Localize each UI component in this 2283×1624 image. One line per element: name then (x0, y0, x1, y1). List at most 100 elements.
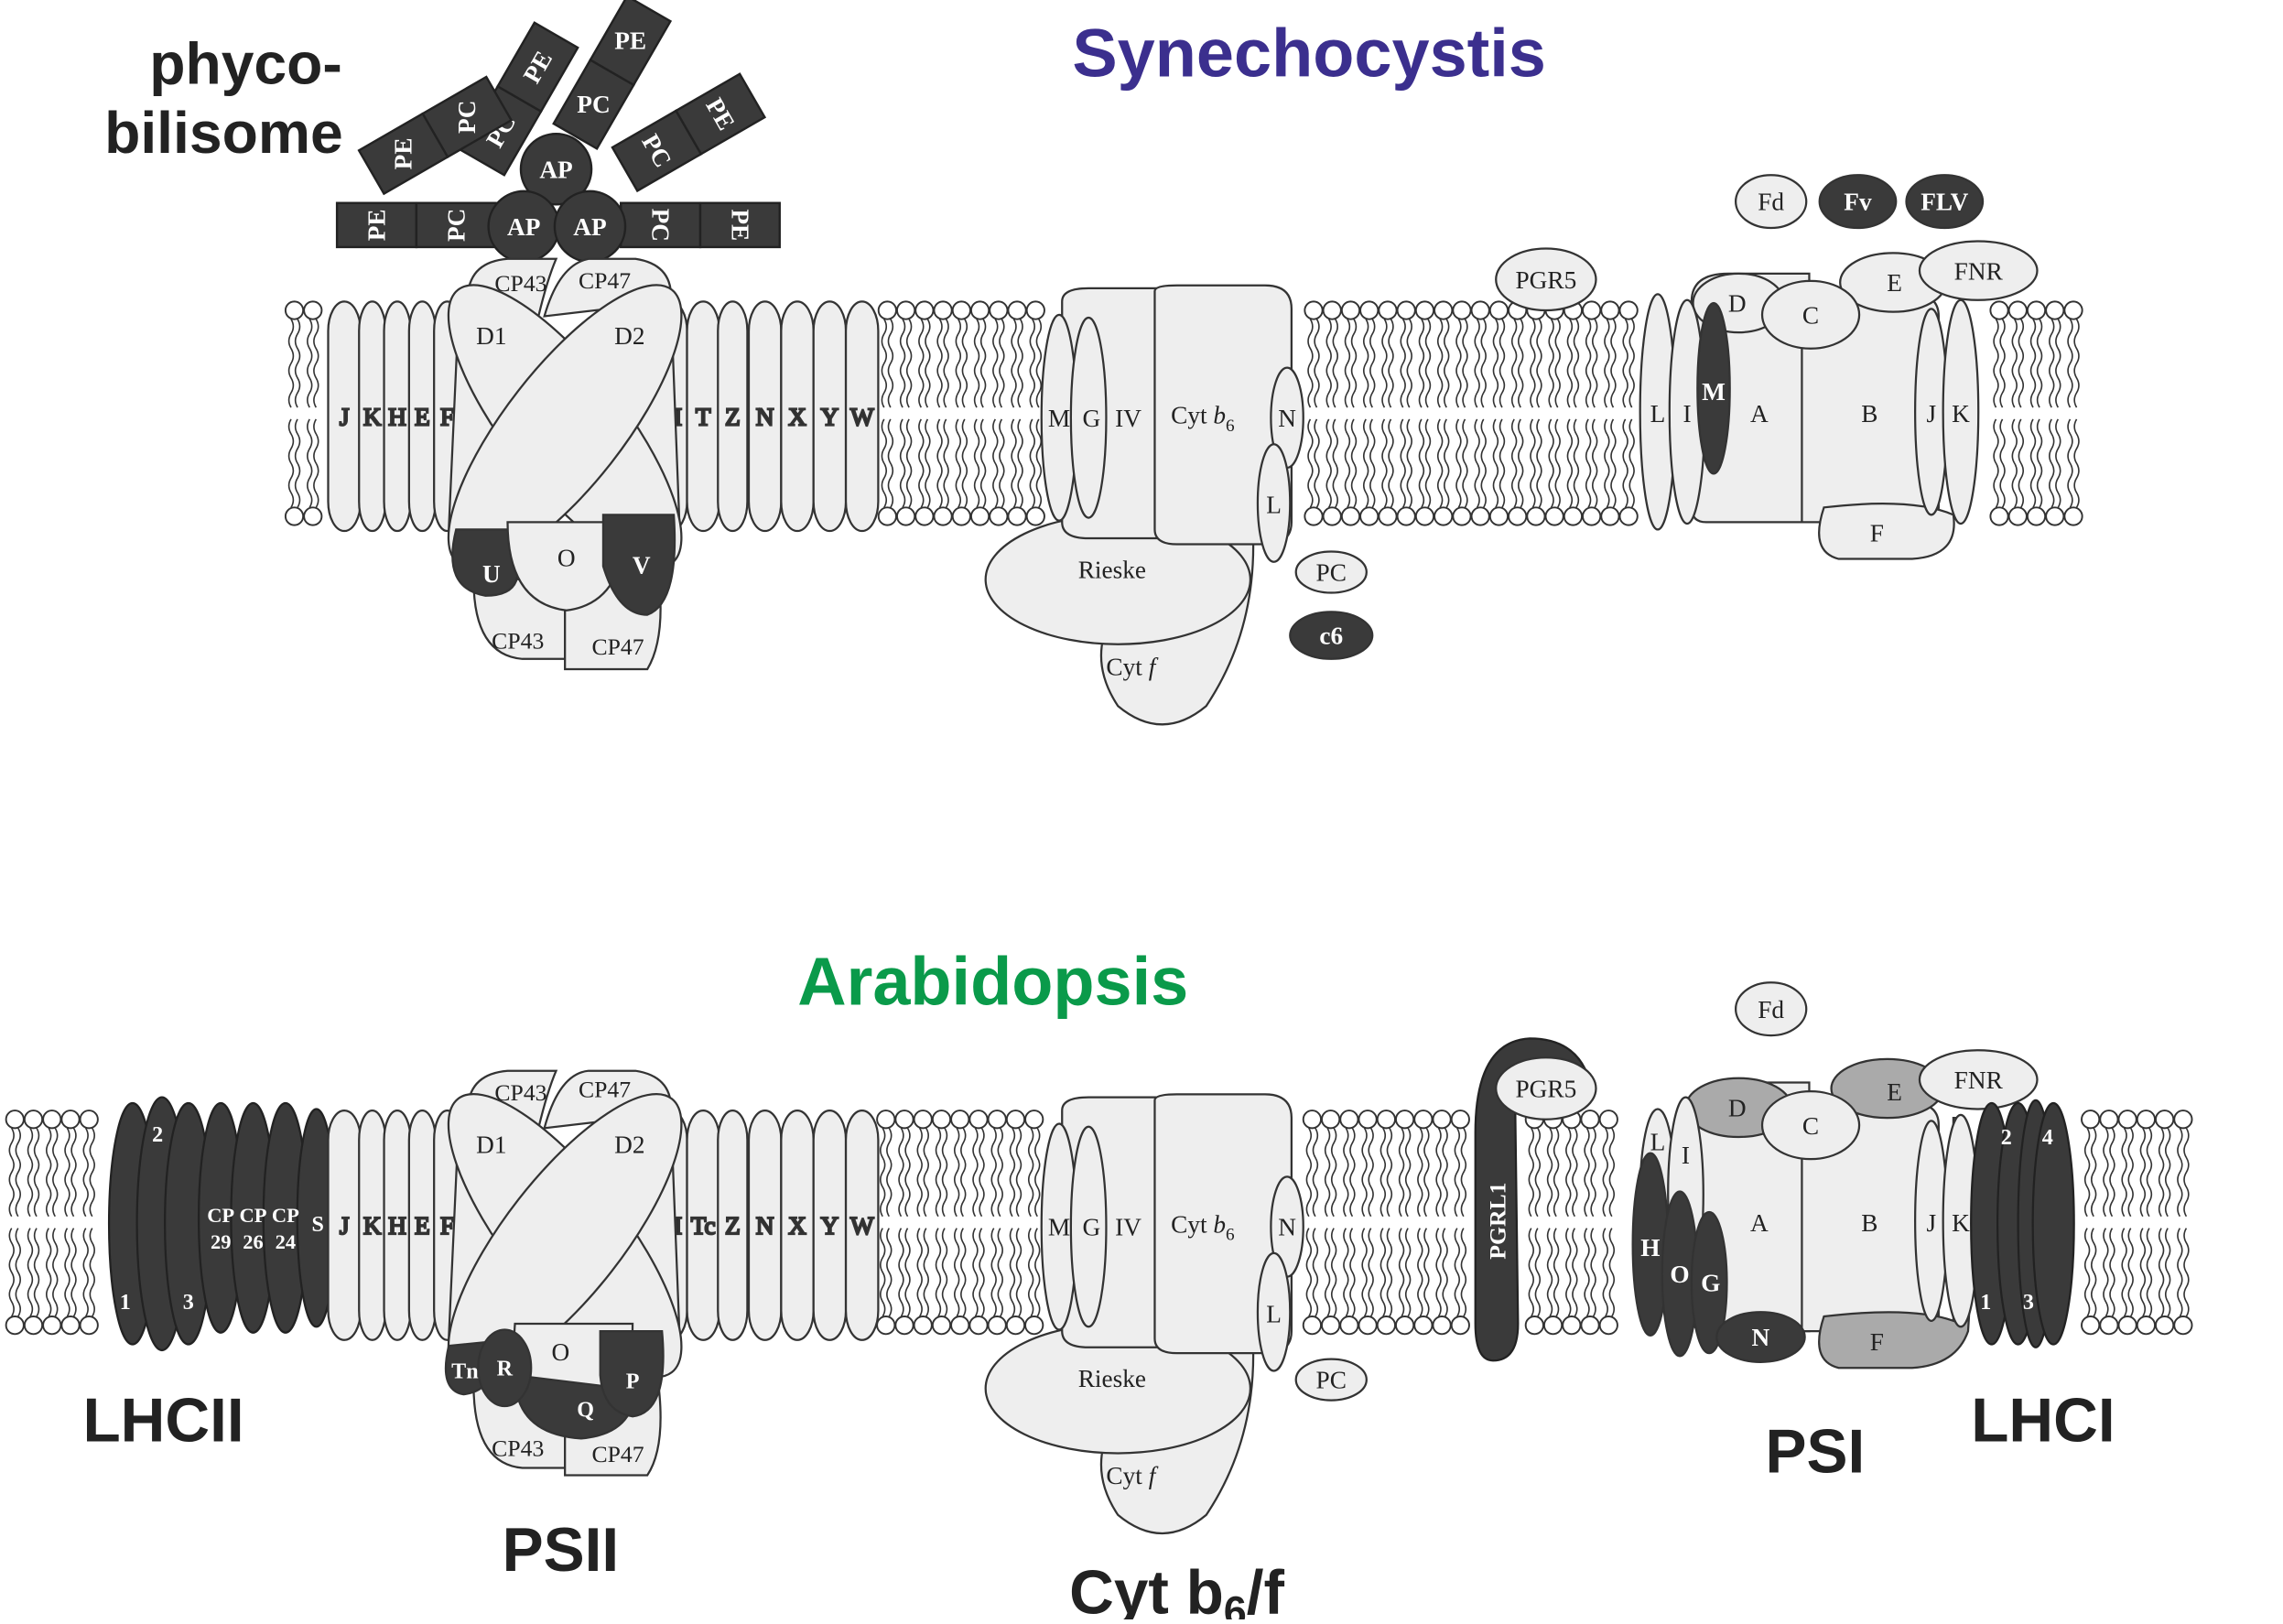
cyt-iv-label: IV (1115, 405, 1142, 432)
cp43-label: CP43 (494, 1079, 546, 1106)
ferredoxin (1734, 174, 1808, 230)
rod-left: PE PC (335, 201, 497, 249)
pgrl1-complex: PGRL1 PGR5 (1474, 1037, 1597, 1362)
psi-b-label: B (1861, 1209, 1877, 1237)
psii-subunit-label-x: X (788, 1212, 806, 1240)
pe-label: PE (363, 209, 391, 241)
psi-b-label: B (1861, 400, 1877, 428)
r-label: R (497, 1357, 514, 1380)
p-label: P (626, 1370, 640, 1394)
flv-label: FLV (1921, 189, 1968, 216)
o-label: O (551, 1338, 569, 1366)
cytb6f-synechocystis: M G IV Cyt b6 N L Rieske Cyt f (984, 284, 1304, 726)
psii-subunit-label-tc: Tc (691, 1212, 716, 1240)
lhca1-label: 1 (1980, 1291, 1991, 1315)
psi-a-label: A (1750, 1209, 1769, 1237)
pc-label: PC (647, 209, 675, 242)
psi-o-label: O (1670, 1261, 1689, 1288)
pc-label: PC (577, 91, 610, 118)
psii-arabidopsis: JKHEFI LMTcZNXYW CP43 CP47 D1 D2 O Tn R … (327, 1069, 880, 1477)
lhci-arabidopsis: 2 4 1 3 (1970, 1099, 2075, 1348)
ap-label: AP (539, 156, 572, 183)
lhcb1-label: 1 (120, 1291, 131, 1315)
psbv-subunit (601, 514, 676, 616)
psii-synechocystis: JKHEFI LMTZNXYW CP43 CP47 D1 D2 U O V CP… (327, 257, 880, 671)
psag (1690, 1210, 1728, 1355)
pc-label: PC (1316, 559, 1347, 587)
psii-subunit-w (844, 300, 880, 533)
psbs-label: S (312, 1213, 324, 1237)
psi-j-label: J (1926, 1209, 1936, 1237)
psii-subunit-label-h: H (388, 1212, 406, 1240)
psii-subunit-label-h: H (388, 403, 406, 430)
psii-subunit-z (717, 300, 749, 533)
psii-subunit-label-t: T (696, 403, 711, 430)
membrane-arabidopsis (5, 1110, 2193, 1336)
pgr5 (1495, 247, 1597, 312)
cytochrome-c6 (1289, 611, 1374, 660)
lhci-label: LHCI (1971, 1387, 2115, 1456)
psi-h-label: H (1640, 1234, 1660, 1261)
psi-d-label: D (1728, 1095, 1747, 1122)
cp43-lumen-label: CP43 (492, 628, 544, 655)
cp47-label: CP47 (579, 1077, 631, 1103)
psii-subunit-label-n: N (756, 403, 774, 430)
lhca4-label: 4 (2042, 1126, 2053, 1150)
cyt-b6-label: Cyt b6 (1171, 1210, 1235, 1244)
phycobilisome-label-line1: phyco- (149, 31, 342, 97)
cp43-stromal (466, 257, 558, 318)
psii-subunit-z (717, 1109, 749, 1341)
pc-label: PC (453, 101, 481, 134)
fv-label: Fv (1844, 189, 1872, 216)
psii-subunit-label-f: F (440, 403, 454, 430)
psii-subunit-label-z: Z (725, 1212, 741, 1240)
psii-subunit-label-y: Y (821, 403, 839, 430)
rod-far-right: PC PE (611, 72, 767, 193)
cp43-label: CP43 (494, 270, 546, 297)
psii-small-subunits-right: LMTZNXYW (625, 300, 880, 533)
psii-label: PSII (503, 1516, 620, 1585)
psi-e-label: E (1887, 1078, 1902, 1106)
o-label: O (557, 545, 576, 572)
cyt-l-label: L (1266, 492, 1282, 519)
psii-subunit-label-j: J (340, 1212, 350, 1240)
plastocyanin (1294, 550, 1368, 594)
title-synechocystis: Synechocystis (1072, 16, 1546, 92)
psii-subunit-w (844, 1109, 880, 1341)
cytb6f-arabidopsis: M G IV Cyt b6 N L Rieske Cyt f (984, 1093, 1304, 1534)
fnr-label: FNR (1954, 1066, 2004, 1094)
psan (1715, 1311, 1806, 1363)
psii-subunit-label-j: J (340, 403, 350, 430)
psi-m-label: M (1702, 378, 1726, 406)
cp43-lumen-label: CP43 (492, 1435, 544, 1462)
psii-subunit-label-x: X (788, 403, 806, 430)
psii-subunit-label-f: F (440, 1212, 454, 1240)
psi-a-label: A (1750, 400, 1769, 428)
pe-label: PE (726, 209, 753, 241)
pc-label: PC (442, 209, 470, 242)
cyt-b6-label: Cyt b6 (1171, 402, 1235, 436)
psi-j-label: J (1926, 400, 1936, 428)
fnr (1918, 240, 2039, 301)
pc-label: PC (1316, 1367, 1347, 1394)
psi-k-label: K (1952, 1209, 1970, 1237)
ap-label: AP (573, 213, 606, 241)
cyt-g-label: G (1083, 405, 1101, 432)
cp47-lumen-label: CP47 (591, 633, 644, 660)
rieske-label: Rieske (1078, 1365, 1146, 1392)
lhca2-label: 2 (2001, 1126, 2012, 1150)
lhca3-label: 3 (2023, 1291, 2034, 1315)
cytb6f-label: Cyt b6/f (1069, 1559, 1284, 1619)
psi-l-label: L (1650, 1128, 1666, 1155)
cp47-lumen-label: CP47 (591, 1441, 644, 1467)
cytf-label: Cyt f (1106, 653, 1158, 680)
pgr5-label: PGR5 (1515, 266, 1576, 294)
psbp (599, 1329, 665, 1418)
psii-subunit-label-e: E (415, 403, 430, 430)
rod-upper-right: PC PE (552, 0, 673, 150)
cyt-n-label: N (1278, 405, 1296, 432)
lhcb3-label: 3 (183, 1291, 194, 1315)
rod-right: PC PE (620, 201, 781, 249)
psi-label: PSI (1766, 1417, 1866, 1486)
